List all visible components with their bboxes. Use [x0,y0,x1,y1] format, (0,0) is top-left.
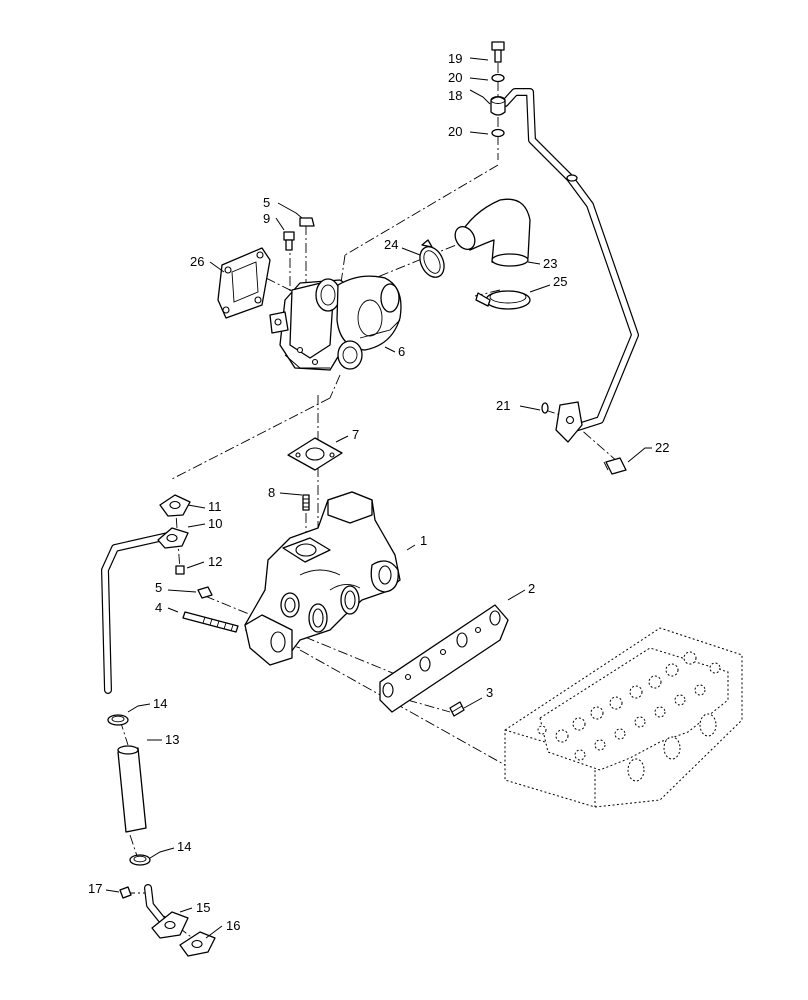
washer-21 [541,402,549,414]
callout-23: 23 [543,256,557,271]
callout-1: 1 [420,533,427,548]
callout-6: 6 [398,344,405,359]
callout-12: 12 [208,554,222,569]
callout-21: 21 [496,398,510,413]
bolt-17 [119,886,132,899]
bolt-19 [491,41,505,63]
leader-lines [105,57,652,939]
hose-13 [117,745,147,833]
clamp-14-upper [107,714,129,726]
exhaust-manifold-1 [244,491,401,666]
alignment-lines [119,45,619,941]
gasket-2 [379,604,509,713]
flange-10 [157,527,189,549]
nut-5-lower [197,586,213,599]
bolt-9 [283,231,295,251]
oil-feed-pipe [501,88,639,443]
banjo-18 [490,96,506,116]
gasket-7 [287,437,343,471]
callout-13: 13 [165,732,179,747]
stud-3 [449,701,465,717]
callout-11: 11 [208,499,222,514]
callout-20-top: 20 [448,70,462,85]
flange-11 [159,494,191,517]
callout-25: 25 [553,274,567,289]
callout-4: 4 [155,600,162,615]
elbow-hose-23 [454,198,531,267]
callout-5-upper: 5 [263,195,270,210]
nut-5-upper [299,217,315,227]
callout-16: 16 [226,918,240,933]
washer-20-bottom [491,128,505,138]
callout-5-lower: 5 [155,580,162,595]
clamp-25 [475,290,531,310]
callout-7: 7 [352,427,359,442]
callout-14-lower: 14 [177,839,191,854]
bolt-22 [603,457,627,475]
callout-15: 15 [196,900,210,915]
pipe-15 [144,884,189,939]
callout-17: 17 [88,881,102,896]
clamp-24 [419,239,445,278]
turbocharger-6 [269,275,402,371]
callout-20-bottom: 20 [448,124,462,139]
stud-4 [182,611,239,633]
callout-10: 10 [208,516,222,531]
callout-22: 22 [655,440,669,455]
clamp-14-lower [129,854,151,866]
callout-9: 9 [263,211,270,226]
gasket-26 [217,247,271,319]
stud-8 [302,494,310,511]
callout-8: 8 [268,485,275,500]
callout-19: 19 [448,51,462,66]
callouts: 1 2 3 4 5 5 6 7 8 9 10 11 12 13 14 14 15… [88,51,669,933]
callout-14-upper: 14 [153,696,167,711]
callout-26: 26 [190,254,204,269]
bolt-12 [175,565,185,575]
callout-24: 24 [384,237,398,252]
callout-2: 2 [528,581,535,596]
engine-block-outline [504,627,743,808]
callout-3: 3 [486,685,493,700]
washer-20-top [491,73,505,83]
oil-return-pipe [101,532,172,694]
callout-18: 18 [448,88,462,103]
